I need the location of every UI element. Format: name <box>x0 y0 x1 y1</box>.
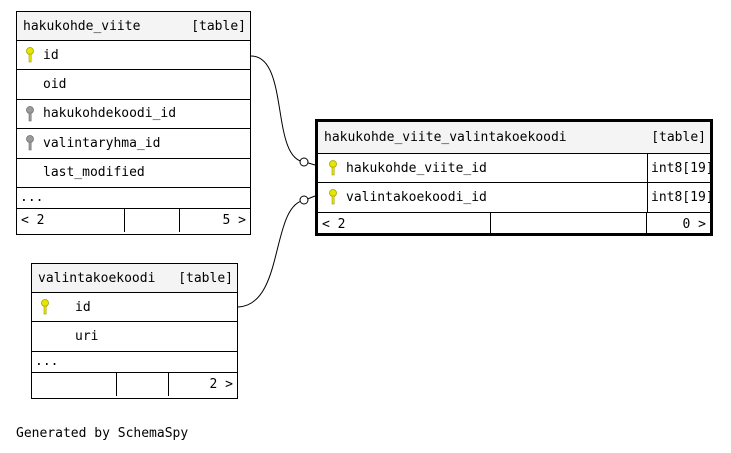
table-kind: [table] <box>651 130 706 145</box>
table-footer: 2 > <box>32 372 237 396</box>
key-yellow-icon <box>26 47 34 63</box>
more-columns-indicator: ... <box>32 352 237 373</box>
key-yellow-icon <box>329 160 337 176</box>
column-row[interactable]: id <box>17 41 250 71</box>
column-row[interactable]: uri <box>32 322 237 352</box>
generated-by-note: Generated by SchemaSpy <box>16 426 189 441</box>
column-name: oid <box>43 77 67 93</box>
key-yellow-icon <box>41 299 49 315</box>
row-count-cell <box>491 212 647 236</box>
column-type: int8[19] <box>647 183 710 212</box>
row-count-cell <box>125 208 180 232</box>
table-header: valintakoekoodi [table] <box>32 264 237 293</box>
fk-link-valintakoekoodi-crowfoot <box>299 195 309 205</box>
column-name: valintaryhma_id <box>43 135 161 151</box>
table-header: hakukohde_viite [table] <box>17 12 250 41</box>
fk-link-valintakoekoodi <box>237 195 316 308</box>
table-name: hakukohde_viite <box>23 18 141 34</box>
table-footer: < 2 0 > <box>318 212 710 236</box>
children-count[interactable]: 2 > <box>209 376 233 392</box>
column-name: uri <box>75 329 99 345</box>
column-name: id <box>43 47 59 63</box>
key-yellow-icon <box>329 189 337 205</box>
column-name: last_modified <box>43 165 145 181</box>
table-hakukohde-viite-valintakoekoodi[interactable]: hakukohde_viite_valintakoekoodi [table] … <box>315 119 713 236</box>
parents-count[interactable]: < 2 <box>17 208 125 232</box>
table-valintakoekoodi[interactable]: valintakoekoodi [table] id uri ... 2 > <box>31 263 238 399</box>
row-count-cell <box>117 372 169 396</box>
column-name: hakukohde_viite_id <box>346 160 487 176</box>
key-gray-icon <box>26 135 34 151</box>
table-hakukohde-viite[interactable]: hakukohde_viite [table] id oid hakukohde… <box>16 11 251 235</box>
parents-count[interactable] <box>32 372 117 396</box>
table-name: valintakoekoodi <box>38 270 156 286</box>
more-columns-indicator: ... <box>17 188 250 209</box>
column-name: id <box>75 299 91 315</box>
parents-count[interactable]: < 2 <box>318 212 491 236</box>
table-footer: < 2 5 > <box>17 208 250 232</box>
table-kind: [table] <box>191 18 246 34</box>
table-name: hakukohde_viite_valintakoekoodi <box>324 130 567 145</box>
children-count[interactable]: 0 > <box>682 216 706 232</box>
table-kind: [table] <box>178 270 233 286</box>
column-row[interactable]: valintaryhma_id <box>17 129 250 159</box>
column-name: hakukohdekoodi_id <box>43 106 177 122</box>
column-type: int8[19] <box>647 154 710 183</box>
key-gray-icon <box>26 105 34 122</box>
column-row[interactable]: oid <box>17 70 250 100</box>
column-row[interactable]: id <box>32 293 237 323</box>
column-row[interactable]: hakukohdekoodi_id <box>17 100 250 130</box>
table-header: hakukohde_viite_valintakoekoodi [table] <box>318 122 710 154</box>
column-row[interactable]: hakukohde_viite_id int8[19] <box>318 154 710 184</box>
children-count[interactable]: 5 > <box>222 212 246 228</box>
fk-link-hakukohde-viite <box>250 55 316 166</box>
column-row[interactable]: valintakoekoodi_id int8[19] <box>318 183 710 213</box>
column-row[interactable]: last_modified <box>17 159 250 188</box>
fk-link-hakukohde-viite-crowfoot <box>299 157 309 167</box>
column-name: valintakoekoodi_id <box>346 190 487 206</box>
